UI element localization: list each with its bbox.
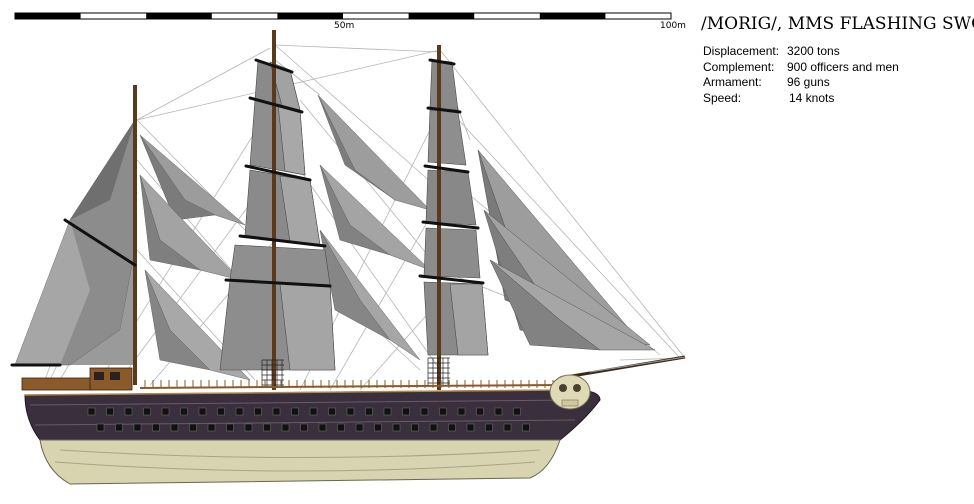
gunport bbox=[466, 423, 475, 432]
skull-figurehead-icon bbox=[549, 374, 591, 410]
spec-label: Speed: bbox=[703, 90, 742, 105]
spec-label: Displacement: bbox=[703, 44, 780, 58]
masts bbox=[133, 30, 441, 390]
gunport bbox=[402, 407, 410, 416]
head-sails bbox=[477, 149, 656, 351]
hull bbox=[24, 389, 601, 485]
gunport bbox=[152, 423, 160, 432]
gunport bbox=[522, 423, 530, 432]
bowsprit bbox=[559, 355, 686, 380]
scale-segment bbox=[408, 13, 475, 19]
gunport bbox=[217, 407, 225, 416]
gunport bbox=[374, 423, 382, 432]
aft-sails bbox=[14, 118, 136, 366]
gunport bbox=[392, 423, 401, 432]
gunport bbox=[503, 423, 512, 432]
scale-segment bbox=[277, 13, 343, 19]
spec-value: 3200 tons bbox=[787, 44, 840, 58]
gunport bbox=[106, 407, 114, 416]
gunport bbox=[291, 407, 299, 416]
gunport bbox=[189, 423, 197, 432]
spec-row: Speed: 14 knots bbox=[703, 91, 899, 107]
gunport bbox=[207, 423, 216, 432]
gunport bbox=[143, 407, 151, 416]
scale-end-label: 100m bbox=[660, 21, 686, 31]
scale-bar bbox=[14, 12, 672, 20]
scale-segment bbox=[539, 13, 606, 19]
gunport bbox=[115, 423, 123, 432]
gunport bbox=[337, 423, 345, 432]
spec-label: Armament: bbox=[703, 75, 762, 89]
spec-row: Complement: 900 officers and men bbox=[703, 60, 899, 76]
spec-row: Displacement: 3200 tons bbox=[703, 44, 899, 60]
scale-segment bbox=[146, 13, 212, 19]
gunport bbox=[355, 423, 364, 432]
deck-structures bbox=[21, 367, 561, 391]
gunport bbox=[124, 407, 133, 416]
spec-value: 14 knots bbox=[789, 90, 835, 105]
gunport bbox=[180, 407, 188, 416]
gunport bbox=[457, 407, 466, 416]
spec-row: Armament: 96 guns bbox=[703, 75, 899, 91]
gunport bbox=[87, 407, 96, 416]
gunport bbox=[133, 423, 142, 432]
gunport bbox=[439, 407, 447, 416]
gunport bbox=[448, 423, 456, 432]
spec-label: Complement: bbox=[703, 59, 775, 74]
gunport bbox=[272, 407, 281, 416]
gunport bbox=[263, 423, 271, 432]
gunport bbox=[244, 423, 253, 432]
ship-title: /MORIG/, MMS FLASHING SWORD bbox=[701, 14, 974, 34]
gunport bbox=[226, 423, 234, 432]
scale-segment bbox=[15, 13, 81, 19]
gunport bbox=[300, 423, 308, 432]
gunport bbox=[254, 407, 262, 416]
main-mast-sails bbox=[219, 59, 336, 371]
specs-table: Displacement: 3200 tons Complement: 900 of… bbox=[703, 44, 899, 106]
fore-mast-sails bbox=[423, 59, 489, 356]
gunport bbox=[281, 423, 290, 432]
gunport bbox=[96, 423, 105, 432]
shrouds bbox=[261, 357, 450, 388]
gunport bbox=[411, 423, 419, 432]
gunport bbox=[513, 407, 521, 416]
gunport bbox=[198, 407, 207, 416]
gunport bbox=[235, 407, 244, 416]
gunport bbox=[494, 407, 503, 416]
gunport bbox=[161, 407, 170, 416]
gunport bbox=[429, 423, 438, 432]
gunport bbox=[420, 407, 429, 416]
gunport bbox=[318, 423, 327, 432]
scale-mid-label: 50m bbox=[334, 21, 355, 31]
gunport bbox=[170, 423, 179, 432]
gunport bbox=[346, 407, 355, 416]
gunport bbox=[383, 407, 392, 416]
spec-value: 96 guns bbox=[787, 75, 830, 89]
spec-value: 900 officers and men bbox=[787, 59, 899, 74]
yards bbox=[10, 58, 485, 367]
gunport bbox=[485, 423, 493, 432]
gunport bbox=[365, 407, 373, 416]
gunport bbox=[309, 407, 318, 416]
gunport bbox=[328, 407, 336, 416]
gunport bbox=[476, 407, 484, 416]
